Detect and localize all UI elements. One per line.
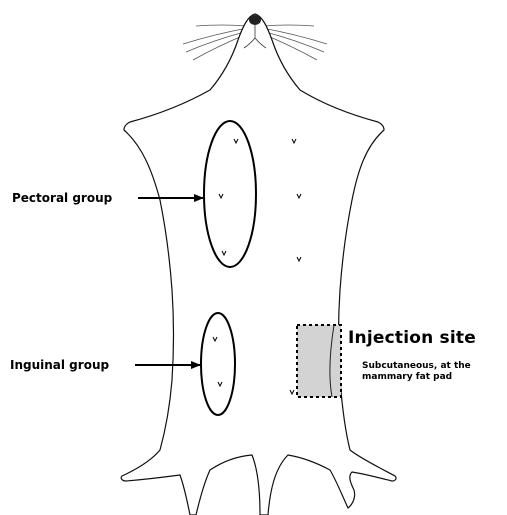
- mouse-body-outline: [121, 14, 396, 515]
- pectoral-group-label: Pectoral group: [12, 191, 112, 205]
- injection-site-title: Injection site: [348, 328, 476, 348]
- injection-site-detail: Subcutaneous, at the mammary fat pad: [362, 361, 502, 383]
- injection-site-box: [297, 325, 341, 397]
- inguinal-group-label: Inguinal group: [10, 358, 109, 372]
- nose-icon: [249, 15, 261, 25]
